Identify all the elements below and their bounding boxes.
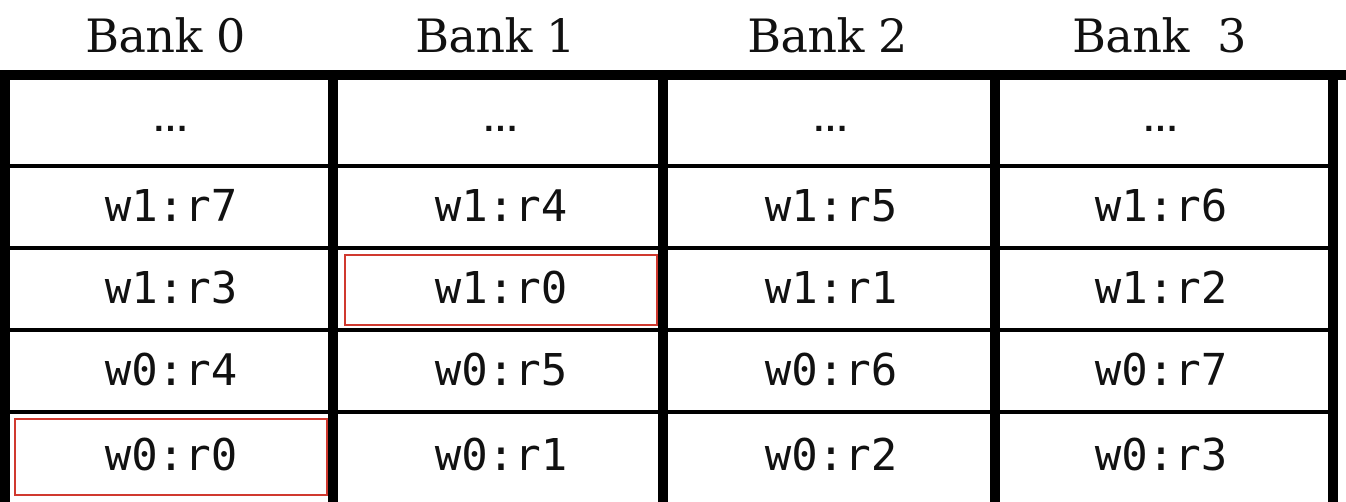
register-cell: w0:r7 [1000,332,1322,410]
register-cell: w0:r1 [340,414,662,498]
cell-label: w1:r3 [104,263,238,314]
register-cell: w0:r4 [10,332,332,410]
register-cell: w0:r0 [10,414,332,498]
bank-header-2: Bank 2 [747,9,907,63]
bank-column-3: ... w1:r6 w1:r2 w0:r7 w0:r3 [1000,70,1322,502]
cell-label: ... [483,105,519,138]
cell-label: w1:r0 [434,263,568,314]
register-cell: w1:r5 [670,168,992,246]
register-cell: w1:r1 [670,250,992,328]
row-separator [0,410,1338,414]
cell-label: w1:r7 [104,181,238,232]
cell-label: w0:r6 [764,345,898,396]
register-cell: w1:r6 [1000,168,1322,246]
cell-label: w0:r2 [764,430,898,481]
bank-column-1: ... w1:r4 w1:r0 w0:r5 w0:r1 [340,70,662,502]
cell-label: w0:r4 [104,345,238,396]
row-separator [0,164,1338,168]
ellipsis-cell: ... [670,80,992,164]
row-separator [0,328,1338,332]
bank-header-0: Bank 0 [85,9,245,63]
cell-label: w1:r4 [434,181,568,232]
cell-label: w1:r5 [764,181,898,232]
cell-label: ... [153,105,189,138]
ellipsis-cell: ... [340,80,662,164]
highlight-box [14,418,328,496]
register-cell: w0:r3 [1000,414,1322,498]
cell-label: w1:r6 [1094,181,1228,232]
cell-label: w1:r1 [764,263,898,314]
row-separator [0,246,1338,250]
cell-label: ... [1143,105,1179,138]
grid-right-border [1328,70,1338,502]
register-cell: w1:r3 [10,250,332,328]
register-cell: w0:r2 [670,414,992,498]
cell-label: w0:r7 [1094,345,1228,396]
register-cell: w0:r5 [340,332,662,410]
register-cell: w0:r6 [670,332,992,410]
register-cell: w1:r7 [10,168,332,246]
cell-label: w0:r3 [1094,430,1228,481]
column-separator [990,70,1000,502]
cell-label: w0:r1 [434,430,568,481]
cell-label: w0:r0 [104,430,238,481]
register-cell: w1:r0 [340,250,662,328]
ellipsis-cell: ... [1000,80,1322,164]
highlight-box [344,254,658,326]
bank-column-0: ... w1:r7 w1:r3 w0:r4 w0:r0 [10,70,332,502]
bank-grid: ... w1:r7 w1:r3 w0:r4 w0:r0... w1:r4 w1:r0 w0:r… [0,70,1346,502]
bank-header-3: Bank 3 [1072,9,1246,63]
cell-label: ... [813,105,849,138]
register-cell: w1:r2 [1000,250,1322,328]
register-cell: w1:r4 [340,168,662,246]
cell-label: w1:r2 [1094,263,1228,314]
column-separator [328,70,338,502]
cell-label: w0:r5 [434,345,568,396]
ellipsis-cell: ... [10,80,332,164]
grid-top-border [0,70,1346,80]
bank-column-2: ... w1:r5 w1:r1 w0:r6 w0:r2 [670,70,992,502]
grid-left-border [0,70,10,502]
column-separator [658,70,668,502]
bank-header-1: Bank 1 [415,9,575,63]
